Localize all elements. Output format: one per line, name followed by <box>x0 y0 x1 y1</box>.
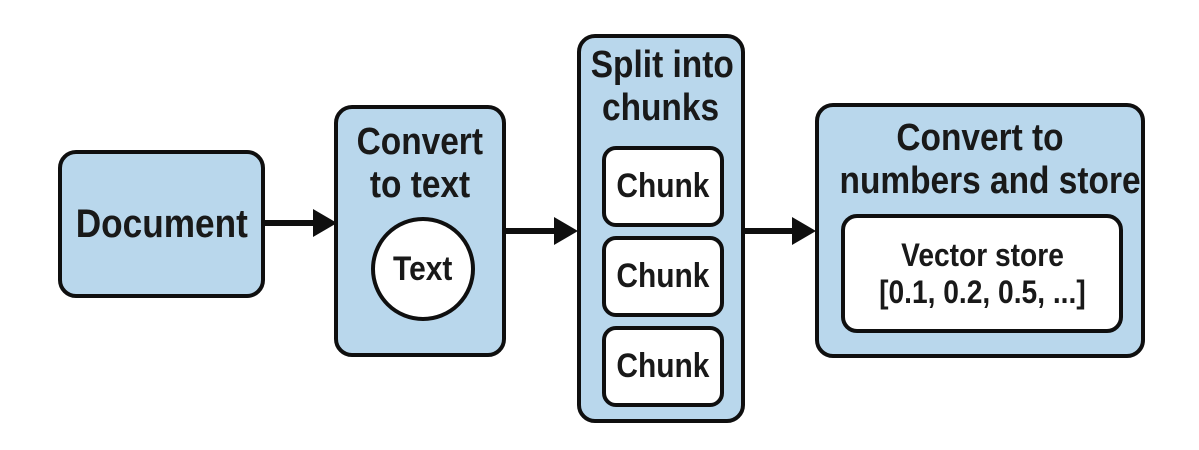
chunk-box-1: Chunk <box>602 146 724 227</box>
text-circle: Text <box>371 217 475 321</box>
convert-to-text-title-line2: to text <box>369 163 471 206</box>
node-convert-to-numbers: Convert to numbers and store Vector stor… <box>815 103 1145 358</box>
node-convert-to-text: Convert to text Text <box>334 105 506 357</box>
split-into-chunks-title-line1: Split into <box>590 44 734 86</box>
vector-store-values: [0.1, 0.2, 0.5, ...] <box>878 273 1086 310</box>
convert-to-text-title: Convert to text <box>338 121 502 206</box>
convert-to-numbers-title-line2: numbers and store <box>839 159 1141 202</box>
chunk-1-label: Chunk <box>616 167 710 205</box>
arrow-split-to-numbers-head-icon <box>792 217 816 245</box>
chunk-3-label: Chunk <box>616 347 710 385</box>
arrow-split-to-numbers-shaft <box>745 228 793 234</box>
arrow-document-to-convert-shaft <box>265 220 315 226</box>
vector-store-label: Vector store <box>900 236 1064 273</box>
arrow-convert-to-split-shaft <box>506 228 555 234</box>
arrow-document-to-convert-head-icon <box>313 209 337 237</box>
text-circle-label: Text <box>393 249 453 288</box>
chunk-2-label: Chunk <box>616 257 710 295</box>
convert-to-numbers-title-line1: Convert to <box>896 117 1064 159</box>
node-document: Document <box>58 150 265 298</box>
split-into-chunks-title: Split into chunks <box>581 44 741 129</box>
chunk-box-2: Chunk <box>602 236 724 317</box>
convert-to-numbers-title: Convert to numbers and store <box>819 117 1141 202</box>
node-split-into-chunks: Split into chunks Chunk Chunk Chunk <box>577 34 745 423</box>
split-into-chunks-title-line2: chunks <box>602 86 720 129</box>
vector-store-box: Vector store [0.1, 0.2, 0.5, ...] <box>841 214 1123 333</box>
convert-to-text-title-line1: Convert <box>356 121 484 163</box>
document-label: Document <box>75 201 248 246</box>
arrow-convert-to-split-head-icon <box>554 217 578 245</box>
chunk-box-3: Chunk <box>602 326 724 407</box>
